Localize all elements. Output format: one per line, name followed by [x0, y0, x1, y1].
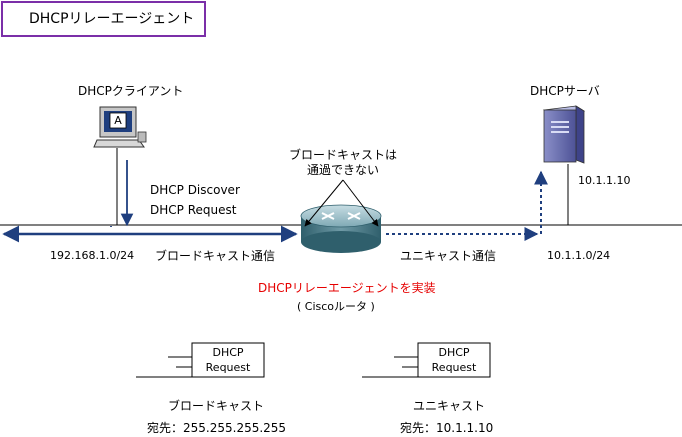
packet1-line2: Request: [205, 361, 251, 374]
dhcp-request-text: DHCP Request: [150, 203, 237, 217]
packet1-line1: DHCP: [212, 346, 244, 359]
relay-agent-label: DHCPリレーエージェントを実装: [258, 281, 436, 295]
packet2-line2: Request: [431, 361, 477, 374]
unicast-packet-icon: [362, 342, 491, 378]
packet2-type: ユニキャスト: [413, 399, 486, 413]
server-label: DHCPサーバ: [530, 84, 600, 98]
client-label: DHCPクライアント: [78, 84, 184, 98]
broadcast-traffic-label: ブロードキャスト通信: [155, 249, 276, 263]
packet1-dest: 宛先：255.255.255.255: [147, 421, 287, 435]
router-note-line1: ブロードキャストは: [288, 148, 397, 162]
dhcp-discover-text: DHCP Discover: [150, 183, 240, 197]
server-icon: [542, 105, 586, 164]
diagram-title: DHCPリレーエージェント: [1, 1, 206, 37]
packet1-type: ブロードキャスト: [168, 399, 265, 413]
router-note-line2: 通過できない: [306, 163, 379, 177]
client-screen-letter: A: [114, 114, 122, 127]
left-subnet: 192.168.1.0/24: [50, 249, 135, 262]
client-pc-icon: [93, 106, 147, 148]
unicast-traffic-label: ユニキャスト通信: [400, 249, 497, 263]
broadcast-packet-icon: [136, 342, 265, 378]
packet2-line1: DHCP: [438, 346, 470, 359]
server-ip: 10.1.1.10: [578, 174, 631, 187]
router-model-label: ( Ciscoルータ ): [297, 300, 375, 313]
right-subnet: 10.1.1.0/24: [547, 249, 611, 262]
packet2-dest: 宛先：10.1.1.10: [400, 421, 494, 435]
router-icon: [300, 204, 382, 253]
